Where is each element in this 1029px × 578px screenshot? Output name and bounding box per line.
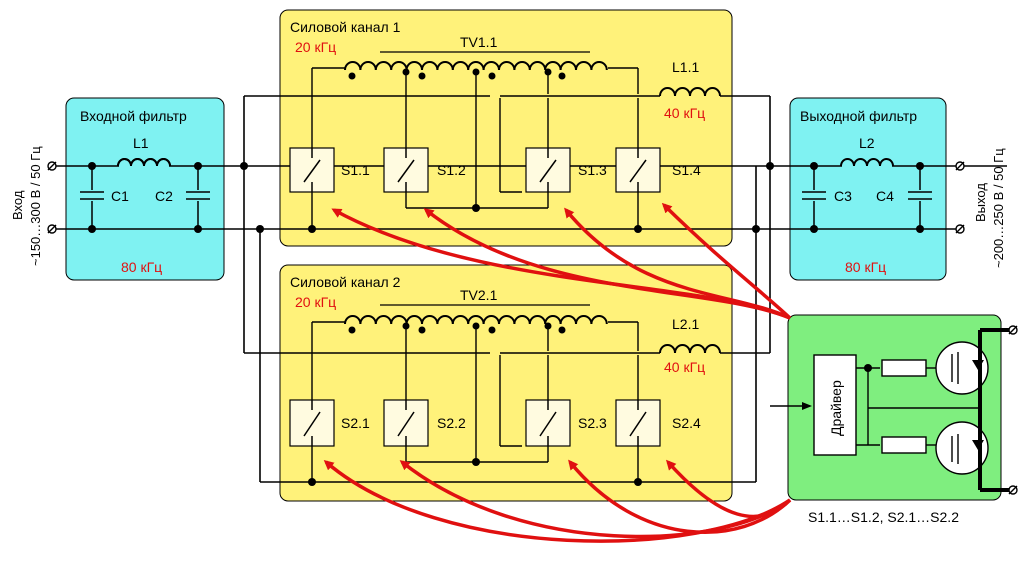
- switch-s22-label: S2.2: [437, 415, 466, 431]
- switch-s12-label: S1.2: [437, 162, 466, 178]
- channel1-box: [279, 9, 733, 247]
- control-arrow-s22: [399, 460, 792, 539]
- channel1-freq: 20 кГц: [295, 39, 336, 55]
- igbt-top-icon: [935, 341, 989, 395]
- terminals: [47, 161, 965, 234]
- input-range: ~150…300 В / 50 Гц: [28, 146, 43, 266]
- driver-resistor-bottom-icon: [881, 436, 927, 454]
- control-arrow-s14: [661, 202, 792, 320]
- switch-s13-label: S1.3: [578, 162, 607, 178]
- driver-terminals: [1008, 325, 1018, 495]
- channel1-choke-freq: 40 кГц: [664, 105, 705, 121]
- output-filter-cap2-label: C4: [876, 188, 894, 204]
- channel1-choke-label: L1.1: [672, 59, 699, 75]
- junction-dots: [88, 68, 924, 486]
- driver-circuit: [813, 328, 1010, 492]
- driver-caption: S1.1…S1.2, S2.1…S2.2: [808, 509, 959, 525]
- channel2-freq: 20 кГц: [295, 294, 336, 310]
- input-filter-freq: 80 кГц: [121, 259, 162, 275]
- input-filter-inductor-label: L1: [133, 135, 149, 151]
- switch-s24-label: S2.4: [672, 415, 701, 431]
- channel2-choke-label: L2.1: [672, 316, 699, 332]
- output-filter-inductor-icon: [840, 158, 894, 167]
- output-filter: [802, 166, 932, 229]
- input-filter-title: Входной фильтр: [80, 108, 187, 124]
- switch-s11-label: S1.1: [341, 162, 370, 178]
- switch-s23-label: S2.3: [578, 415, 607, 431]
- driver-junction: [864, 364, 872, 372]
- switch-icons: [289, 147, 661, 447]
- channel2-choke-icon: [659, 344, 721, 354]
- switch-s21-label: S2.1: [341, 415, 370, 431]
- igbt-bottom-icon: [935, 421, 989, 475]
- control-arrow-s24: [665, 459, 792, 519]
- channel1-wiring: [311, 51, 639, 229]
- control-arrow-s13: [564, 207, 791, 320]
- channel2-box: [279, 264, 733, 502]
- output-filter-box: [789, 97, 947, 281]
- channel2-choke-freq: 40 кГц: [664, 359, 705, 375]
- output-label: Выход: [973, 183, 988, 222]
- control-arrow-s23: [568, 459, 792, 534]
- input-filter-box: [65, 97, 225, 281]
- input-filter-cap1-label: C1: [111, 188, 129, 204]
- channel1-transformer-label: TV1.1: [460, 34, 498, 50]
- driver-block: [813, 354, 857, 456]
- channel2-wiring: [311, 304, 639, 482]
- channel2-transformer-label: TV2.1: [460, 287, 498, 303]
- output-filter-cap1-label: C3: [834, 188, 852, 204]
- channel1-transformer-icon: [344, 61, 608, 71]
- channel2-title: Силовой канал 2: [290, 274, 401, 290]
- driver-resistor-top-icon: [881, 359, 927, 377]
- input-filter-cap2-label: C2: [155, 188, 173, 204]
- control-arrows: [323, 202, 792, 543]
- input-filter-inductor-icon: [117, 158, 171, 167]
- switch-s14-label: S1.4: [672, 162, 701, 178]
- output-filter-freq: 80 кГц: [845, 259, 886, 275]
- channel1-choke-icon: [659, 87, 721, 97]
- channel1-title: Силовой канал 1: [290, 19, 401, 35]
- channel2-transformer-icon: [344, 315, 608, 325]
- driver-label: Драйвер: [828, 380, 844, 436]
- input-label: Вход: [10, 190, 25, 220]
- output-filter-title: Выходной фильтр: [800, 108, 917, 124]
- output-range: ~200…250 В / 50 Гц: [991, 148, 1006, 268]
- output-filter-inductor-label: L2: [859, 135, 875, 151]
